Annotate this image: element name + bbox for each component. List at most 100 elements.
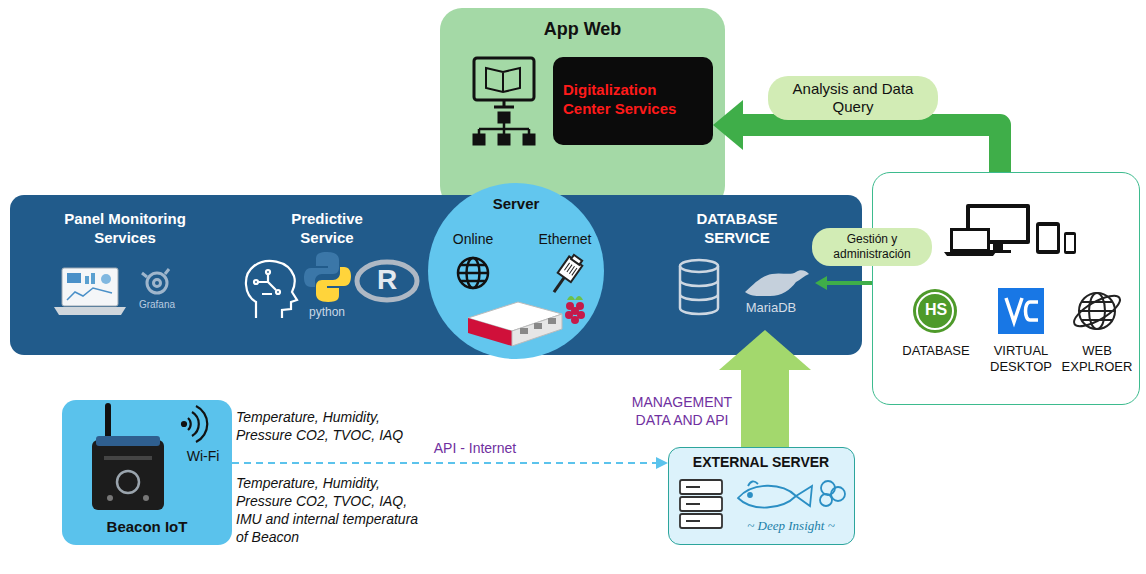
text-slot: MANAGEMENT DATA AND API xyxy=(628,394,736,429)
edge-label: Gestión y administración xyxy=(812,228,932,266)
database-icon-part xyxy=(680,260,718,272)
text-slot: MariaDB xyxy=(735,300,807,316)
text-slot: Wi-Fi xyxy=(176,448,230,466)
computer-org-icon-part xyxy=(474,58,534,100)
server-band: Panel Monitoring ServicesGrafana Predicti… xyxy=(10,195,862,355)
r-logo-ring xyxy=(357,262,417,300)
deep-insight-logo-part xyxy=(831,487,845,501)
deep-insight-logo-part xyxy=(748,493,752,497)
hs-logo-part xyxy=(917,293,953,329)
text-slot: Ethernet xyxy=(532,231,598,249)
ethernet-icon-part xyxy=(571,255,582,265)
grafana-logo-part xyxy=(154,280,161,287)
server-icon xyxy=(680,480,722,528)
hs-logo xyxy=(913,289,957,333)
ethernet-icon-part xyxy=(554,277,564,292)
text-slot: Predictive Service xyxy=(272,210,382,248)
mariadb-seal xyxy=(745,270,809,296)
deep-insight-logo-part xyxy=(738,486,796,508)
tool-label: DATABASE xyxy=(896,343,976,359)
computer-org-icon-part xyxy=(473,134,485,145)
raspberry-pi-logo-part xyxy=(571,316,579,324)
raspberry-pi-case-part xyxy=(520,328,528,334)
python-logo xyxy=(304,252,351,302)
brain-head-icon-part xyxy=(266,270,270,274)
beacon-device-part xyxy=(143,495,149,501)
beacon-device xyxy=(92,406,164,510)
text-slot: EXTERNAL SERVER xyxy=(669,454,853,472)
text-slot: Temperature, Humidity, Pressure CO2, TVO… xyxy=(236,474,421,546)
tool-label: WEB EXPLROER xyxy=(1061,343,1133,374)
connector-line xyxy=(741,369,789,447)
hs-logo-part xyxy=(913,289,957,333)
database-icon-part xyxy=(680,266,718,314)
text-slot: Panel Monitoring Services xyxy=(50,210,200,248)
laptop-dashboard-icon-part xyxy=(67,288,112,300)
grafana-logo-part xyxy=(142,269,169,277)
devices-icon-part xyxy=(950,228,990,252)
devices-icon-part xyxy=(993,244,1003,250)
logo-wordmark: ~ Deep Insight ~ xyxy=(731,518,851,534)
device-name: Beacon IoT xyxy=(62,518,232,537)
computer-org-icon-part xyxy=(494,100,514,107)
devices-icon-part xyxy=(1039,226,1057,250)
laptop-dashboard-icon-part xyxy=(91,273,95,284)
connection-label: Ethernet xyxy=(532,231,598,249)
arrow-head xyxy=(815,276,827,290)
text-slot: App Web xyxy=(440,18,725,41)
computer-org-icon-part xyxy=(486,68,520,92)
wifi-label: Wi-Fi xyxy=(176,448,230,466)
raspberry-pi-case-part xyxy=(512,314,562,346)
service-name: Digitalization Center Services xyxy=(563,81,703,119)
text-slot: Grafana xyxy=(133,299,181,312)
raspberry-pi-logo xyxy=(565,296,585,324)
logo-caption: Grafana xyxy=(133,299,181,312)
vnc-logo-part xyxy=(1026,302,1039,320)
web-globe-icon-part xyxy=(1079,293,1115,329)
text-slot: Beacon IoT xyxy=(62,518,232,537)
logo-letter: R xyxy=(367,265,407,296)
deep-insight-logo-part xyxy=(796,486,812,506)
arrow-head xyxy=(719,330,811,370)
text-slot: DATABASE SERVICE xyxy=(682,210,792,248)
edge-label: API - Internet xyxy=(420,440,530,458)
raspberry-pi-case xyxy=(468,302,562,346)
connector-line xyxy=(742,125,1000,172)
grafana-logo-part xyxy=(147,273,167,293)
text-slot: VIRTUAL DESKTOP xyxy=(981,343,1061,374)
beacon-device-part xyxy=(104,456,152,460)
laptop-dashboard-icon-part xyxy=(101,274,111,284)
deep-insight-logo-part xyxy=(748,481,758,486)
edge-label: Analysis and Data Query xyxy=(768,76,938,120)
server-title: EXTERNAL SERVER xyxy=(669,454,853,472)
tool-label: VIRTUAL DESKTOP xyxy=(981,343,1061,374)
deep-insight-logo-part xyxy=(820,494,832,506)
text-slot: Analysis and Data Query xyxy=(768,76,938,120)
logo-letters: HS xyxy=(914,301,958,319)
management-arrow xyxy=(815,276,872,290)
devices-icon-part xyxy=(1064,232,1076,254)
panel-title: App Web xyxy=(440,18,725,41)
logo-caption: python xyxy=(292,305,362,320)
wifi-symbol-part xyxy=(188,406,207,442)
brain-head-icon-part xyxy=(254,280,258,284)
text-slot: R xyxy=(367,265,407,296)
grafana-logo xyxy=(142,269,169,293)
text-slot: Temperature, Humidity, Pressure CO2, TVO… xyxy=(236,408,421,444)
globe-icon xyxy=(458,258,488,288)
edge-label: MANAGEMENT DATA AND API xyxy=(628,394,736,429)
beacon-device-part xyxy=(96,436,160,446)
raspberry-pi-case-part xyxy=(534,323,542,329)
devices-icon xyxy=(944,204,1076,256)
circle-heading: Server xyxy=(466,195,566,214)
connector-line xyxy=(826,281,872,285)
web-globe-icon-part xyxy=(1079,302,1115,320)
sensor-list: Temperature, Humidity, Pressure CO2, TVO… xyxy=(236,408,421,444)
arrow-head xyxy=(656,457,668,469)
devices-icon-part xyxy=(1036,222,1060,254)
devices-icon-part xyxy=(953,231,987,249)
api-data-arrow xyxy=(719,330,811,447)
brain-head-icon-part xyxy=(246,261,297,318)
text-slot: ~ Deep Insight ~ xyxy=(731,518,851,534)
